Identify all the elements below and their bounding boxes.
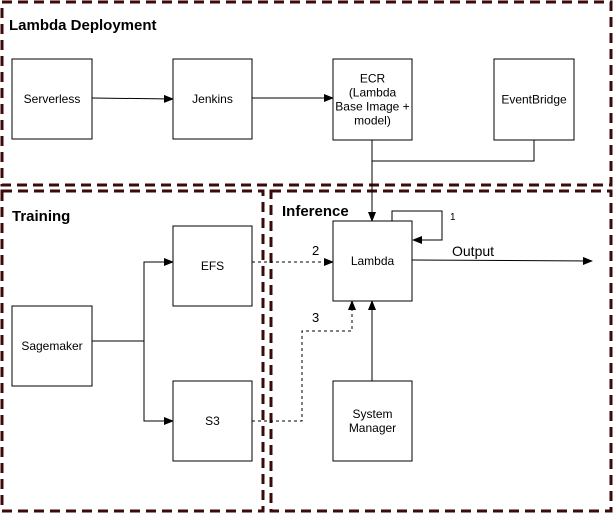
group-training: Training xyxy=(0,189,265,513)
eventbridge-label-line: EventBridge xyxy=(501,93,567,107)
sagemaker-node: Sagemaker xyxy=(11,305,93,387)
lambda-label-line: Lambda xyxy=(351,254,395,268)
jenkins-box xyxy=(172,58,253,140)
efs-box xyxy=(172,225,253,307)
output-label: Output xyxy=(452,243,494,259)
group-inference: Inference xyxy=(269,189,613,513)
lambda-deployment-frame xyxy=(0,0,613,187)
edge-sagemaker-to-s3 xyxy=(143,341,174,425)
serverless-label-line: Serverless xyxy=(24,92,81,106)
ecr-label-line: (Lambda xyxy=(349,86,397,100)
edge-serverless-to-jenkins xyxy=(91,94,174,103)
ecr-label-line: Base Image + xyxy=(335,100,409,114)
edges xyxy=(91,94,593,425)
ecr-box xyxy=(332,58,413,141)
ecr-label-line: model) xyxy=(354,114,391,128)
system-manager-box xyxy=(332,380,413,462)
s3-to-lambda-label: 3 xyxy=(312,310,319,325)
group-lambda-deployment: Lambda Deployment xyxy=(0,0,613,187)
system-manager-label-line: Manager xyxy=(349,421,396,435)
edge-lambda-to-output xyxy=(411,256,593,265)
serverless-node: Serverless xyxy=(11,58,93,140)
jenkins-label-line: Jenkins xyxy=(192,92,233,106)
lambda-deployment-title: Lambda Deployment xyxy=(9,17,157,34)
eventbridge-node: EventBridge xyxy=(493,58,575,141)
serverless-box xyxy=(11,58,93,140)
efs-to-lambda-label: 2 xyxy=(312,243,319,258)
edge-lambda-self-loop xyxy=(391,210,443,244)
eventbridge-box xyxy=(493,58,575,141)
lambda-node: Lambda xyxy=(332,220,413,302)
s3-node: S3 xyxy=(172,380,253,462)
inference-frame xyxy=(269,189,613,513)
lambda-box xyxy=(332,220,413,302)
training-title: Training xyxy=(12,208,70,225)
efs-label-line: EFS xyxy=(201,259,224,273)
edge-s3-to-lambda xyxy=(252,300,356,422)
s3-label-line: S3 xyxy=(205,414,220,428)
inference-title: Inference xyxy=(282,203,349,220)
system-manager-label-line: System xyxy=(352,407,392,421)
edge-sagemaker-to-efs xyxy=(143,258,174,341)
jenkins-node: Jenkins xyxy=(172,58,253,140)
s3-box xyxy=(172,380,253,462)
self-loop-label: 1 xyxy=(450,212,456,223)
sagemaker-label-line: Sagemaker xyxy=(21,339,82,353)
training-frame xyxy=(0,189,265,513)
sagemaker-box xyxy=(11,305,93,387)
edge-eventbridge-to-lambda xyxy=(372,140,535,162)
ecr-label-line: ECR xyxy=(360,72,386,86)
efs-node: EFS xyxy=(172,225,253,307)
